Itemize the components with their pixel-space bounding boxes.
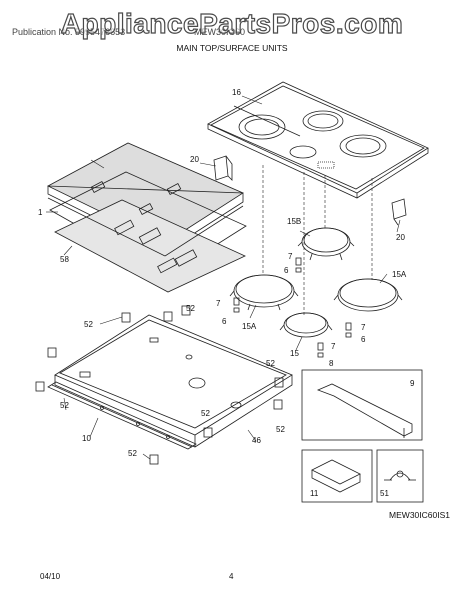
- label-15b: 15B: [287, 217, 301, 226]
- label-52-e: 52: [201, 409, 210, 418]
- label-52-a: 52: [84, 320, 93, 329]
- label-8: 8: [329, 359, 334, 368]
- section-title: MAIN TOP/SURFACE UNITS: [176, 43, 288, 53]
- part-labels: 16 20 20 1 58 15B 7 6 15A 7 6 15A 7 6 7 …: [38, 88, 415, 498]
- label-52-b: 52: [186, 304, 195, 313]
- label-1: 1: [38, 208, 43, 217]
- label-52-f: 52: [276, 425, 285, 434]
- label-6-b: 6: [222, 317, 227, 326]
- footer-page: 4: [229, 572, 234, 581]
- label-15: 15: [290, 349, 299, 358]
- label-7-d: 7: [331, 342, 336, 351]
- label-58: 58: [60, 255, 69, 264]
- element-15b: [297, 227, 355, 261]
- label-15a-right: 15A: [392, 270, 407, 279]
- bracket-left: [213, 155, 233, 181]
- element-15a: [229, 274, 299, 311]
- label-46: 46: [252, 436, 261, 445]
- label-10: 10: [82, 434, 91, 443]
- label-15a: 15A: [242, 322, 257, 331]
- leader-lines: [46, 95, 401, 460]
- label-20-left: 20: [190, 155, 199, 164]
- watermark: AppliancePartsPros.com: [60, 7, 404, 39]
- label-7-b: 7: [216, 299, 221, 308]
- label-51: 51: [380, 489, 389, 498]
- burner-box: [54, 314, 293, 448]
- label-52-d: 52: [60, 401, 69, 410]
- element-15a-right: [333, 278, 403, 312]
- label-7-a: 7: [288, 252, 293, 261]
- inset-box-9: [301, 369, 423, 441]
- inset-box-11: [301, 449, 373, 503]
- label-6-a: 6: [284, 266, 289, 275]
- bracket-right: [391, 198, 407, 226]
- label-20-right: 20: [396, 233, 405, 242]
- glass-cooktop: [207, 81, 429, 199]
- label-6-c: 6: [361, 335, 366, 344]
- screws: [233, 257, 352, 358]
- model-prefix: MEW30IC60: [194, 27, 246, 37]
- footer-date: 04/10: [40, 572, 61, 581]
- inset-box-51: [376, 449, 424, 503]
- insulation-pad: [47, 142, 247, 293]
- label-11: 11: [310, 489, 319, 498]
- front-trim: [47, 381, 197, 450]
- element-15: [279, 312, 333, 338]
- alignment-lines: [262, 165, 373, 315]
- label-9: 9: [410, 379, 415, 388]
- clips: [35, 305, 284, 465]
- label-52-c: 52: [266, 359, 275, 368]
- publication-number: Publication No. 5995476653: [12, 27, 126, 37]
- label-52-g: 52: [128, 449, 137, 458]
- label-16: 16: [232, 88, 241, 97]
- model-code: MEW30IC60IS1: [389, 510, 450, 520]
- label-7-c: 7: [361, 323, 366, 332]
